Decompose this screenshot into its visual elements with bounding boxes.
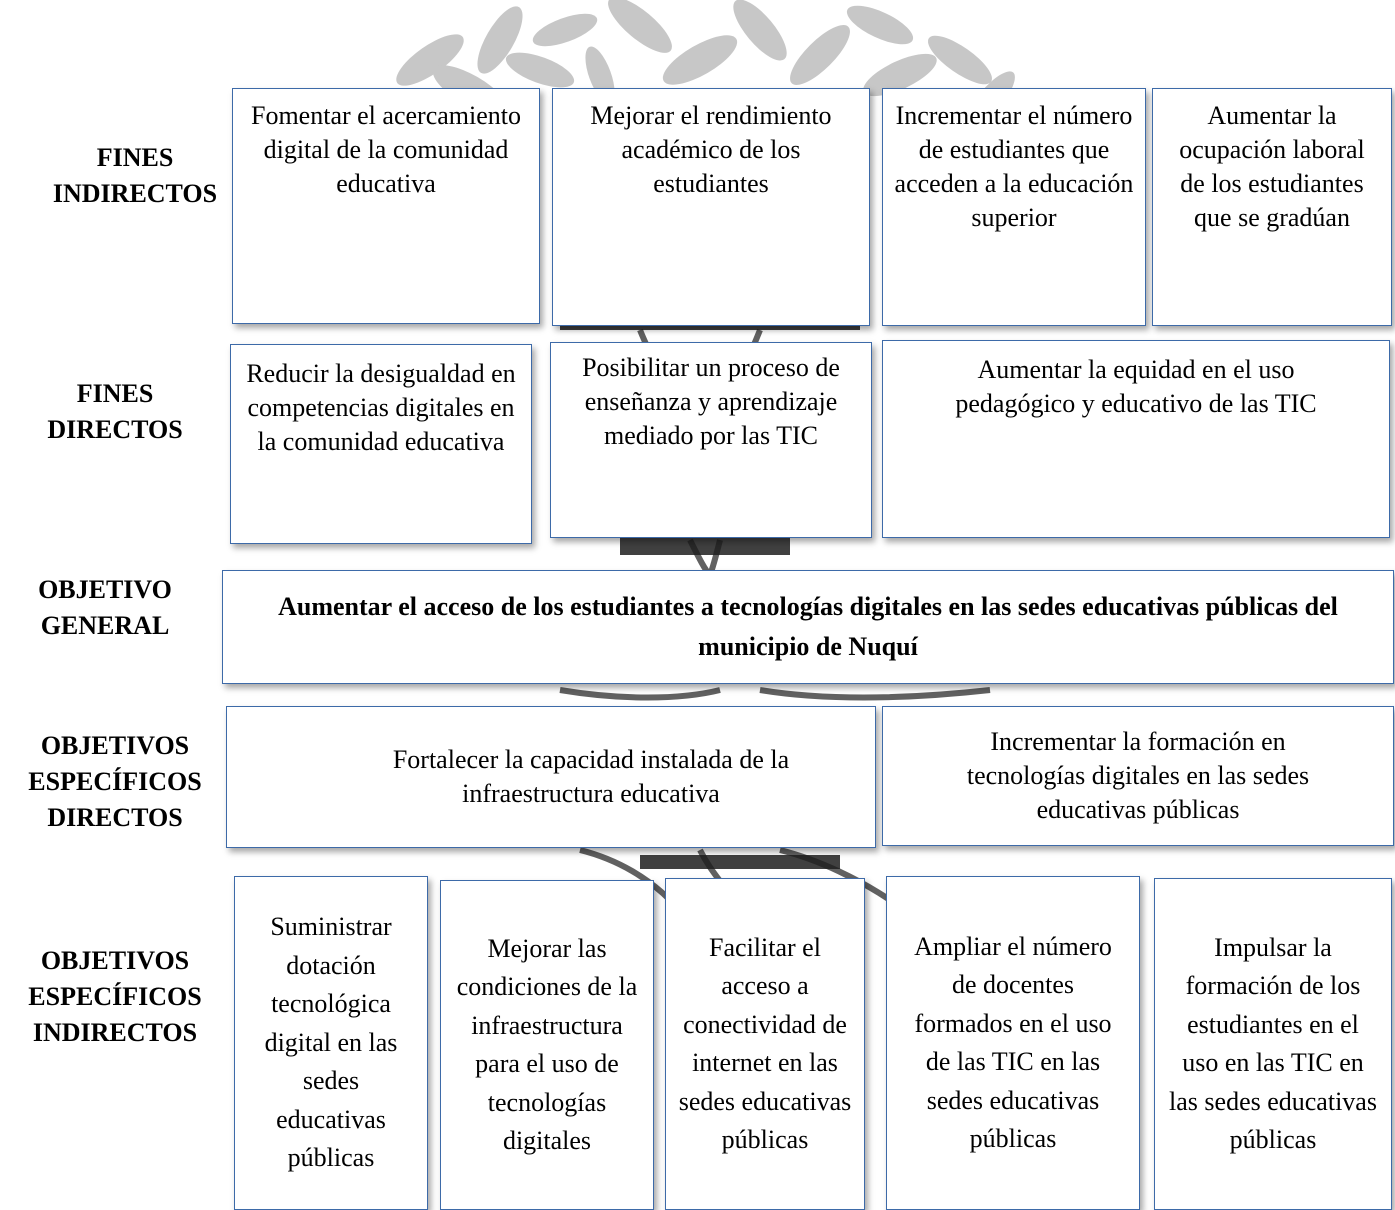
objetivo-especifico-indirecto-box: Facilitar el acceso a conectividad de in… xyxy=(665,878,865,1210)
objetivo-especifico-indirecto-box: Impulsar la formación de los estudiantes… xyxy=(1154,878,1392,1210)
fin-indirecto-box: Fomentar el acercamiento digital de la c… xyxy=(232,88,540,324)
fin-indirecto-box: Mejorar el rendimiento académico de los … xyxy=(552,88,870,326)
fin-directo-box: Reducir la desigualdad en competencias d… xyxy=(230,344,532,544)
objetivo-especifico-indirecto-box: Suministrar dotación tecnológica digital… xyxy=(234,876,428,1210)
fin-indirecto-box: Aumentar la ocupación laboral de los est… xyxy=(1152,88,1392,326)
fin-directo-box: Posibilitar un proceso de enseñanza y ap… xyxy=(550,342,872,538)
fin-directo-box: Aumentar la equidad en el uso pedagógico… xyxy=(882,340,1390,538)
objetivo-especifico-directo-box: Incrementar la formación en tecnologías … xyxy=(882,706,1394,846)
objetivo-especifico-indirecto-box: Ampliar el número de docentes formados e… xyxy=(886,876,1140,1210)
fin-indirecto-box: Incrementar el número de estudiantes que… xyxy=(882,88,1146,326)
objetivo-especifico-directo-box: Fortalecer la capacidad instalada de la … xyxy=(226,706,876,848)
objetivo-especifico-indirecto-box: Mejorar las condiciones de la infraestru… xyxy=(440,880,654,1210)
objetivo-general-box: Aumentar el acceso de los estudiantes a … xyxy=(222,570,1394,684)
